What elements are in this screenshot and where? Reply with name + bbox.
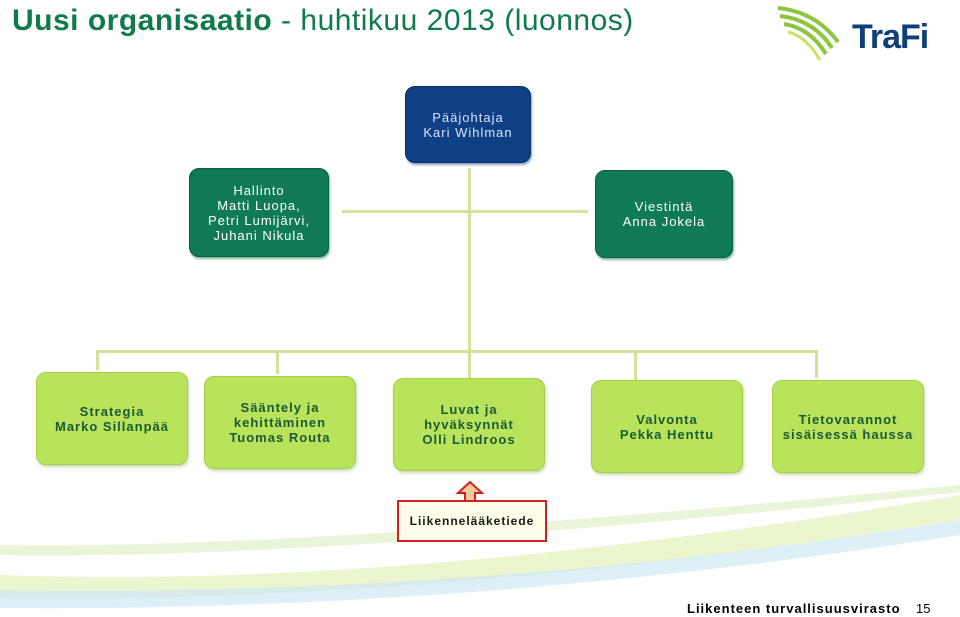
permits-title-1: Luvat ja xyxy=(440,402,498,417)
director-title: Pääjohtaja xyxy=(432,109,504,125)
connector-staff-horizontal xyxy=(342,210,588,213)
strategy-title: Strategia xyxy=(79,403,145,419)
connector-drop-strategy xyxy=(96,350,99,370)
page-title: Uusi organisaatio - huhtikuu 2013 (luonn… xyxy=(12,4,634,37)
supervision-name: Pekka Henttu xyxy=(619,426,715,442)
permits-box: Luvat ja hyväksynnät Olli Lindroos xyxy=(393,378,545,471)
director-name: Kari Wihlman xyxy=(423,124,513,140)
connector-units-horizontal xyxy=(96,350,818,353)
regulation-name: Tuomas Routa xyxy=(229,430,331,445)
connector-drop-supervision xyxy=(634,350,637,380)
admin-person-3: Juhani Nikula xyxy=(213,227,305,243)
permits-name: Olli Lindroos xyxy=(422,432,516,447)
data-box: Tietovarannot sisäisessä haussa xyxy=(772,380,924,473)
regulation-title-1: Sääntely ja xyxy=(240,400,320,415)
comms-name: Anna Jokela xyxy=(622,214,706,229)
connector-drop-permits xyxy=(468,350,471,378)
regulation-title-2: kehittäminen xyxy=(233,415,327,430)
connector-drop-data xyxy=(815,350,818,378)
admin-title: Hallinto xyxy=(233,182,285,198)
comms-box: Viestintä Anna Jokela xyxy=(595,170,733,258)
admin-box: Hallinto Matti Luopa, Petri Lumijärvi, J… xyxy=(189,168,329,257)
decorative-swoosh xyxy=(0,485,960,609)
strategy-box: Strategia Marko Sillanpää xyxy=(36,372,188,465)
supervision-box: Valvonta Pekka Henttu xyxy=(591,380,743,473)
strategy-name: Marko Sillanpää xyxy=(55,418,169,434)
connector-drop-regulation xyxy=(276,350,279,374)
regulation-box: Sääntely ja kehittäminen Tuomas Routa xyxy=(204,376,356,469)
data-status: sisäisessä haussa xyxy=(782,426,914,442)
admin-person-1: Matti Luopa, xyxy=(217,197,301,213)
sub-unit-box: Liikennelääketiede xyxy=(397,500,547,542)
director-box: Pääjohtaja Kari Wihlman xyxy=(405,86,531,163)
data-title: Tietovarannot xyxy=(798,411,898,427)
trafi-logo-icon xyxy=(777,6,840,61)
connector-main-vertical xyxy=(468,168,471,353)
footer-org: Liikenteen turvallisuusvirasto xyxy=(687,601,901,616)
comms-title: Viestintä xyxy=(634,199,694,214)
admin-person-2: Petri Lumijärvi, xyxy=(208,212,310,228)
supervision-title: Valvonta xyxy=(636,411,698,427)
page-number: 15 xyxy=(916,601,931,616)
permits-title-2: hyväksynnät xyxy=(424,417,514,432)
logo-text: TraFi xyxy=(852,18,929,56)
